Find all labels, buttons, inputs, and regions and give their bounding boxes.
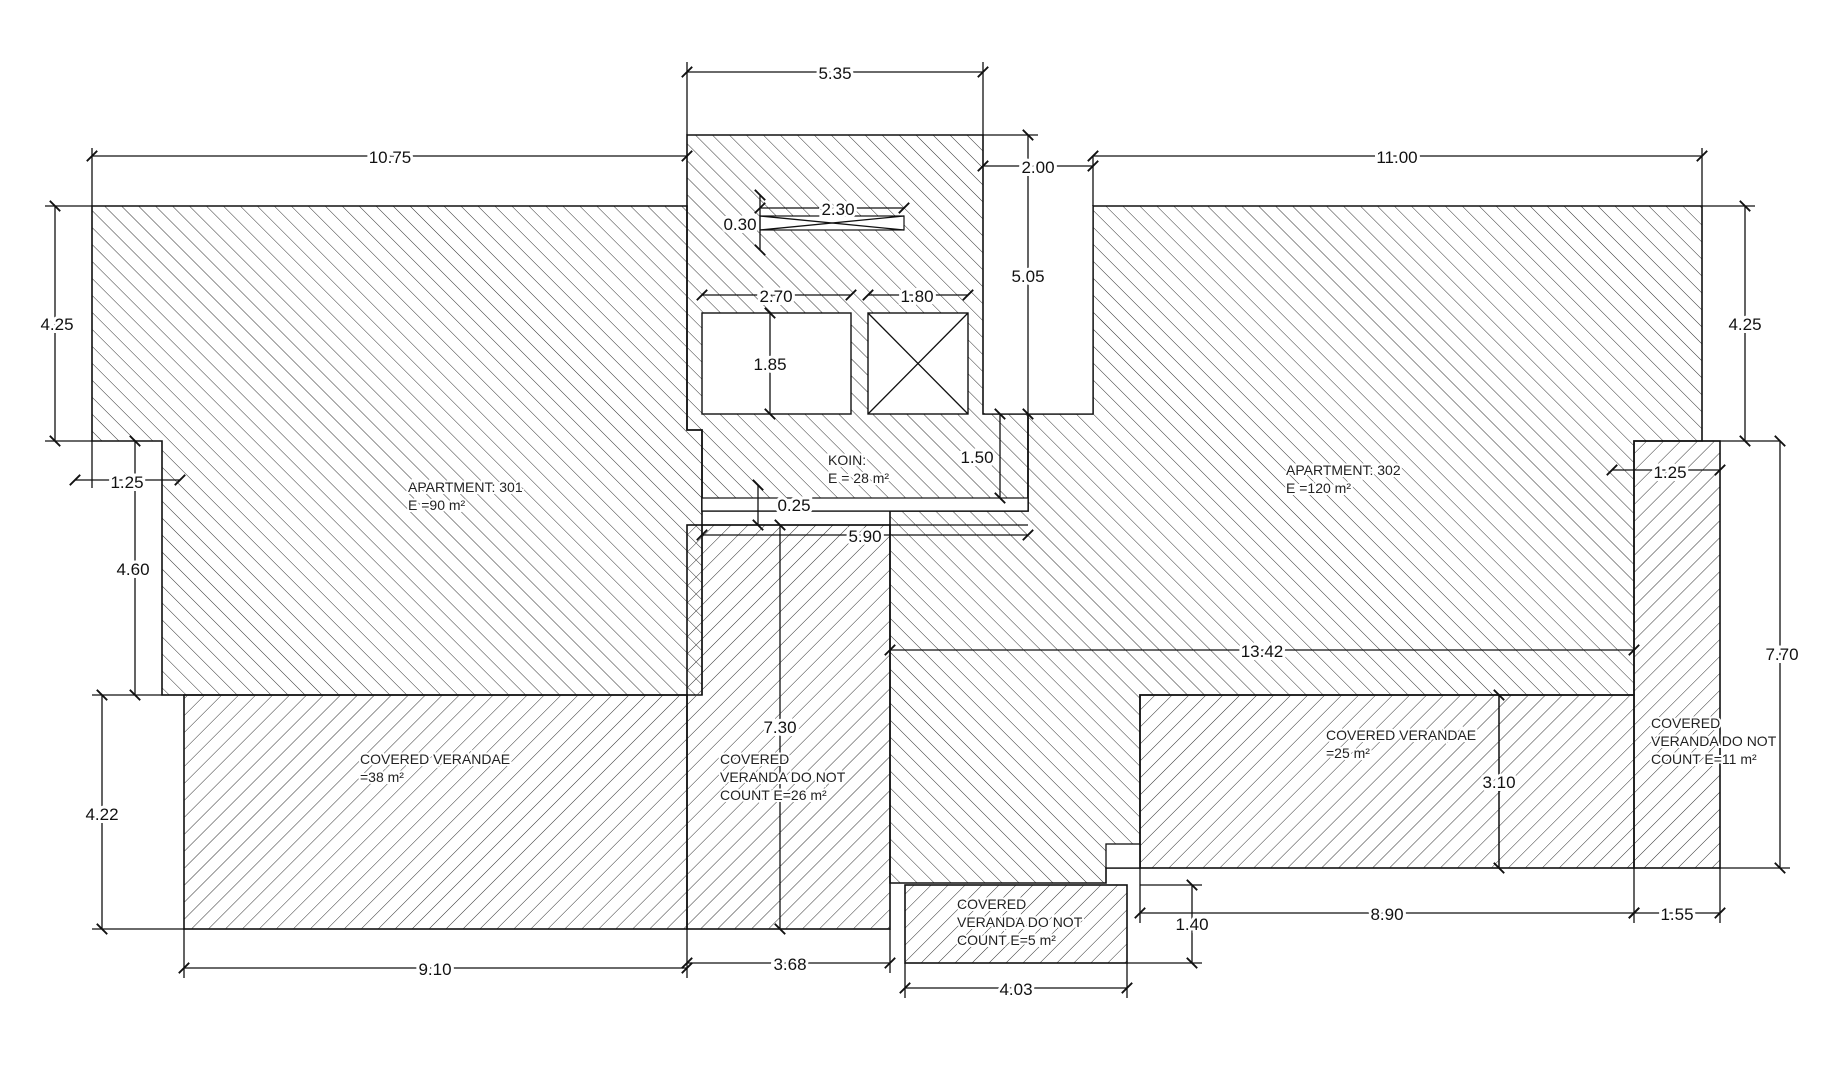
veranda-38-area bbox=[183, 694, 688, 930]
dim-right-veranda-width: 8.90 bbox=[1370, 905, 1403, 924]
veranda-5-line2: VERANDA DO NOT bbox=[957, 914, 1083, 930]
dim-shaft-height: 0.30 bbox=[723, 215, 756, 234]
veranda-26-area bbox=[686, 524, 891, 930]
veranda-25-line2: =25 m² bbox=[1326, 745, 1370, 761]
apartment-301-area-label: E =90 m² bbox=[408, 497, 466, 513]
dim-left-notch: 1.25 bbox=[110, 473, 143, 492]
dim-right-notch: 1.25 bbox=[1653, 463, 1686, 482]
veranda-11-line1: COVERED bbox=[1651, 715, 1720, 731]
dim-bottom-small-width: 4.03 bbox=[999, 980, 1032, 999]
stair-room bbox=[701, 312, 852, 415]
dim-shaft-width: 2.30 bbox=[821, 200, 854, 219]
dim-right-total-height: 7.70 bbox=[1765, 645, 1798, 664]
core-gap bbox=[985, 206, 1093, 414]
dim-mid-veranda-height: 7.30 bbox=[763, 718, 796, 737]
veranda-11-line3: COUNT E=11 m² bbox=[1651, 751, 1757, 767]
dim-stair-height: 1.85 bbox=[753, 355, 786, 374]
dimension-lines bbox=[45, 62, 1790, 998]
veranda-26-line1: COVERED bbox=[720, 751, 789, 767]
dim-left-veranda-height: 4.22 bbox=[85, 805, 118, 824]
apartment-302-area-label: E =120 m² bbox=[1286, 480, 1351, 496]
dim-core-right-height: 5.05 bbox=[1011, 267, 1044, 286]
koin-name: KOIN: bbox=[828, 452, 866, 468]
veranda-26-line3: COUNT E=26 m² bbox=[720, 787, 827, 803]
dim-gap-width: 2.00 bbox=[1021, 158, 1054, 177]
veranda-38-line2: =38 m² bbox=[360, 769, 404, 785]
veranda-5-area bbox=[904, 884, 1128, 964]
dim-right-veranda-height: 3.10 bbox=[1482, 773, 1515, 792]
dim-left-top-width: 10.75 bbox=[369, 148, 412, 167]
dim-right-end-width: 1.55 bbox=[1660, 905, 1693, 924]
apartment-301-name: APARTMENT: 301 bbox=[408, 479, 523, 495]
veranda-25-area bbox=[1139, 694, 1635, 869]
dim-bottom-small-height: 1.40 bbox=[1175, 915, 1208, 934]
veranda-11-area bbox=[1633, 440, 1721, 869]
dim-core-strip-height: 0.25 bbox=[777, 496, 810, 515]
veranda-5-line3: COUNT E=5 m² bbox=[957, 932, 1056, 948]
dim-top-core-width: 5.35 bbox=[818, 64, 851, 83]
veranda-11-line2: VERANDA DO NOT bbox=[1651, 733, 1777, 749]
dim-left-top-height: 4.25 bbox=[40, 315, 73, 334]
veranda-5-line1: COVERED bbox=[957, 896, 1026, 912]
dim-left-veranda-width: 9.10 bbox=[418, 960, 451, 979]
veranda-38-line1: COVERED VERANDAE bbox=[360, 751, 510, 767]
apartment-301-area bbox=[91, 205, 703, 696]
dim-mid-veranda-width: 3.68 bbox=[773, 955, 806, 974]
core-strip bbox=[701, 497, 1029, 512]
dim-inner-span: 13.42 bbox=[1241, 642, 1284, 661]
dim-lift-width: 1.80 bbox=[900, 287, 933, 306]
veranda-25-line1: COVERED VERANDAE bbox=[1326, 727, 1476, 743]
koin-area-label: E = 28 m² bbox=[828, 470, 889, 486]
veranda-26-line2: VERANDA DO NOT bbox=[720, 769, 846, 785]
dim-core-strip-width: 5.90 bbox=[848, 527, 881, 546]
dim-stair-width: 2.70 bbox=[759, 287, 792, 306]
dim-core-lower-height: 1.50 bbox=[960, 448, 993, 467]
dim-right-top-width: 11.00 bbox=[1376, 148, 1417, 167]
dim-right-top-height: 4.25 bbox=[1728, 315, 1761, 334]
apartment-302-name: APARTMENT: 302 bbox=[1286, 462, 1401, 478]
dim-left-mid-height: 4.60 bbox=[116, 560, 149, 579]
notch-square bbox=[1105, 843, 1141, 869]
